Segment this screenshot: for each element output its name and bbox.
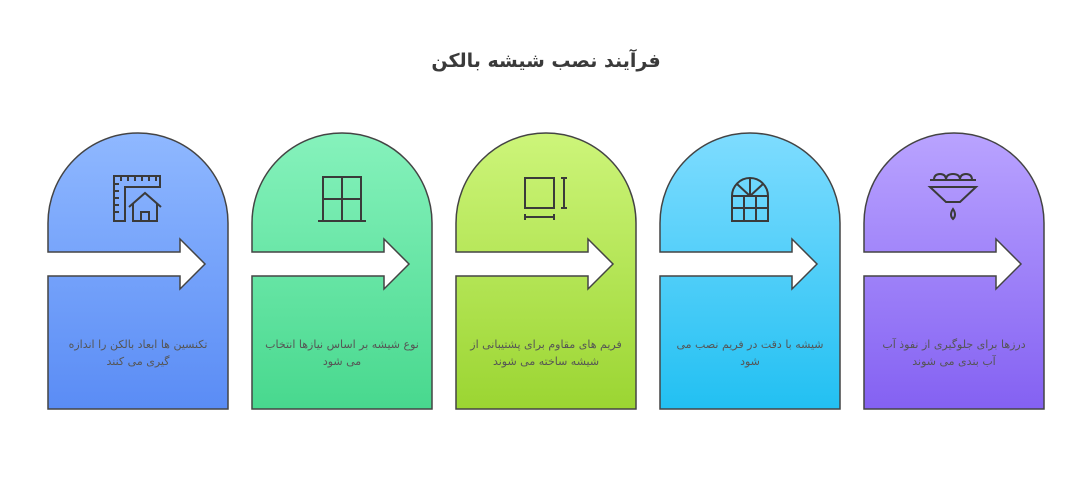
step-text-2: نوع شیشه بر اساس نیازها انتخاب می شود [265, 338, 419, 368]
arched-window-icon [731, 177, 769, 222]
step-card-3-shape [455, 132, 637, 410]
step-card-2-shape [251, 132, 433, 410]
step-card-1-shape [47, 132, 229, 410]
step-card-1 [47, 132, 229, 410]
window-pane-icon [318, 176, 366, 222]
step-text-3: فریم های مقاوم برای پشتیبانی از شیشه ساخ… [470, 338, 622, 368]
step-text-5: درزها برای جلوگیری از نفوذ آب آب بندی می… [882, 338, 1026, 368]
step-card-3 [455, 132, 637, 410]
step-card-2 [251, 132, 433, 410]
house-measure-icon [113, 175, 162, 222]
step-card-4-shape [659, 132, 841, 410]
frame-measure-icon [524, 177, 567, 220]
step-card-4 [659, 132, 841, 410]
step-text-1: تکنسین ها ابعاد بالکن را اندازه گیری می … [68, 338, 208, 368]
step-card-5-shape [863, 132, 1045, 410]
step-text-4: شیشه با دقت در فریم نصب می شود [676, 338, 824, 368]
diagram-title: فرآیند نصب شیشه بالکن [431, 50, 661, 72]
step-card-5 [863, 132, 1045, 410]
seal-drop-icon [927, 172, 979, 221]
